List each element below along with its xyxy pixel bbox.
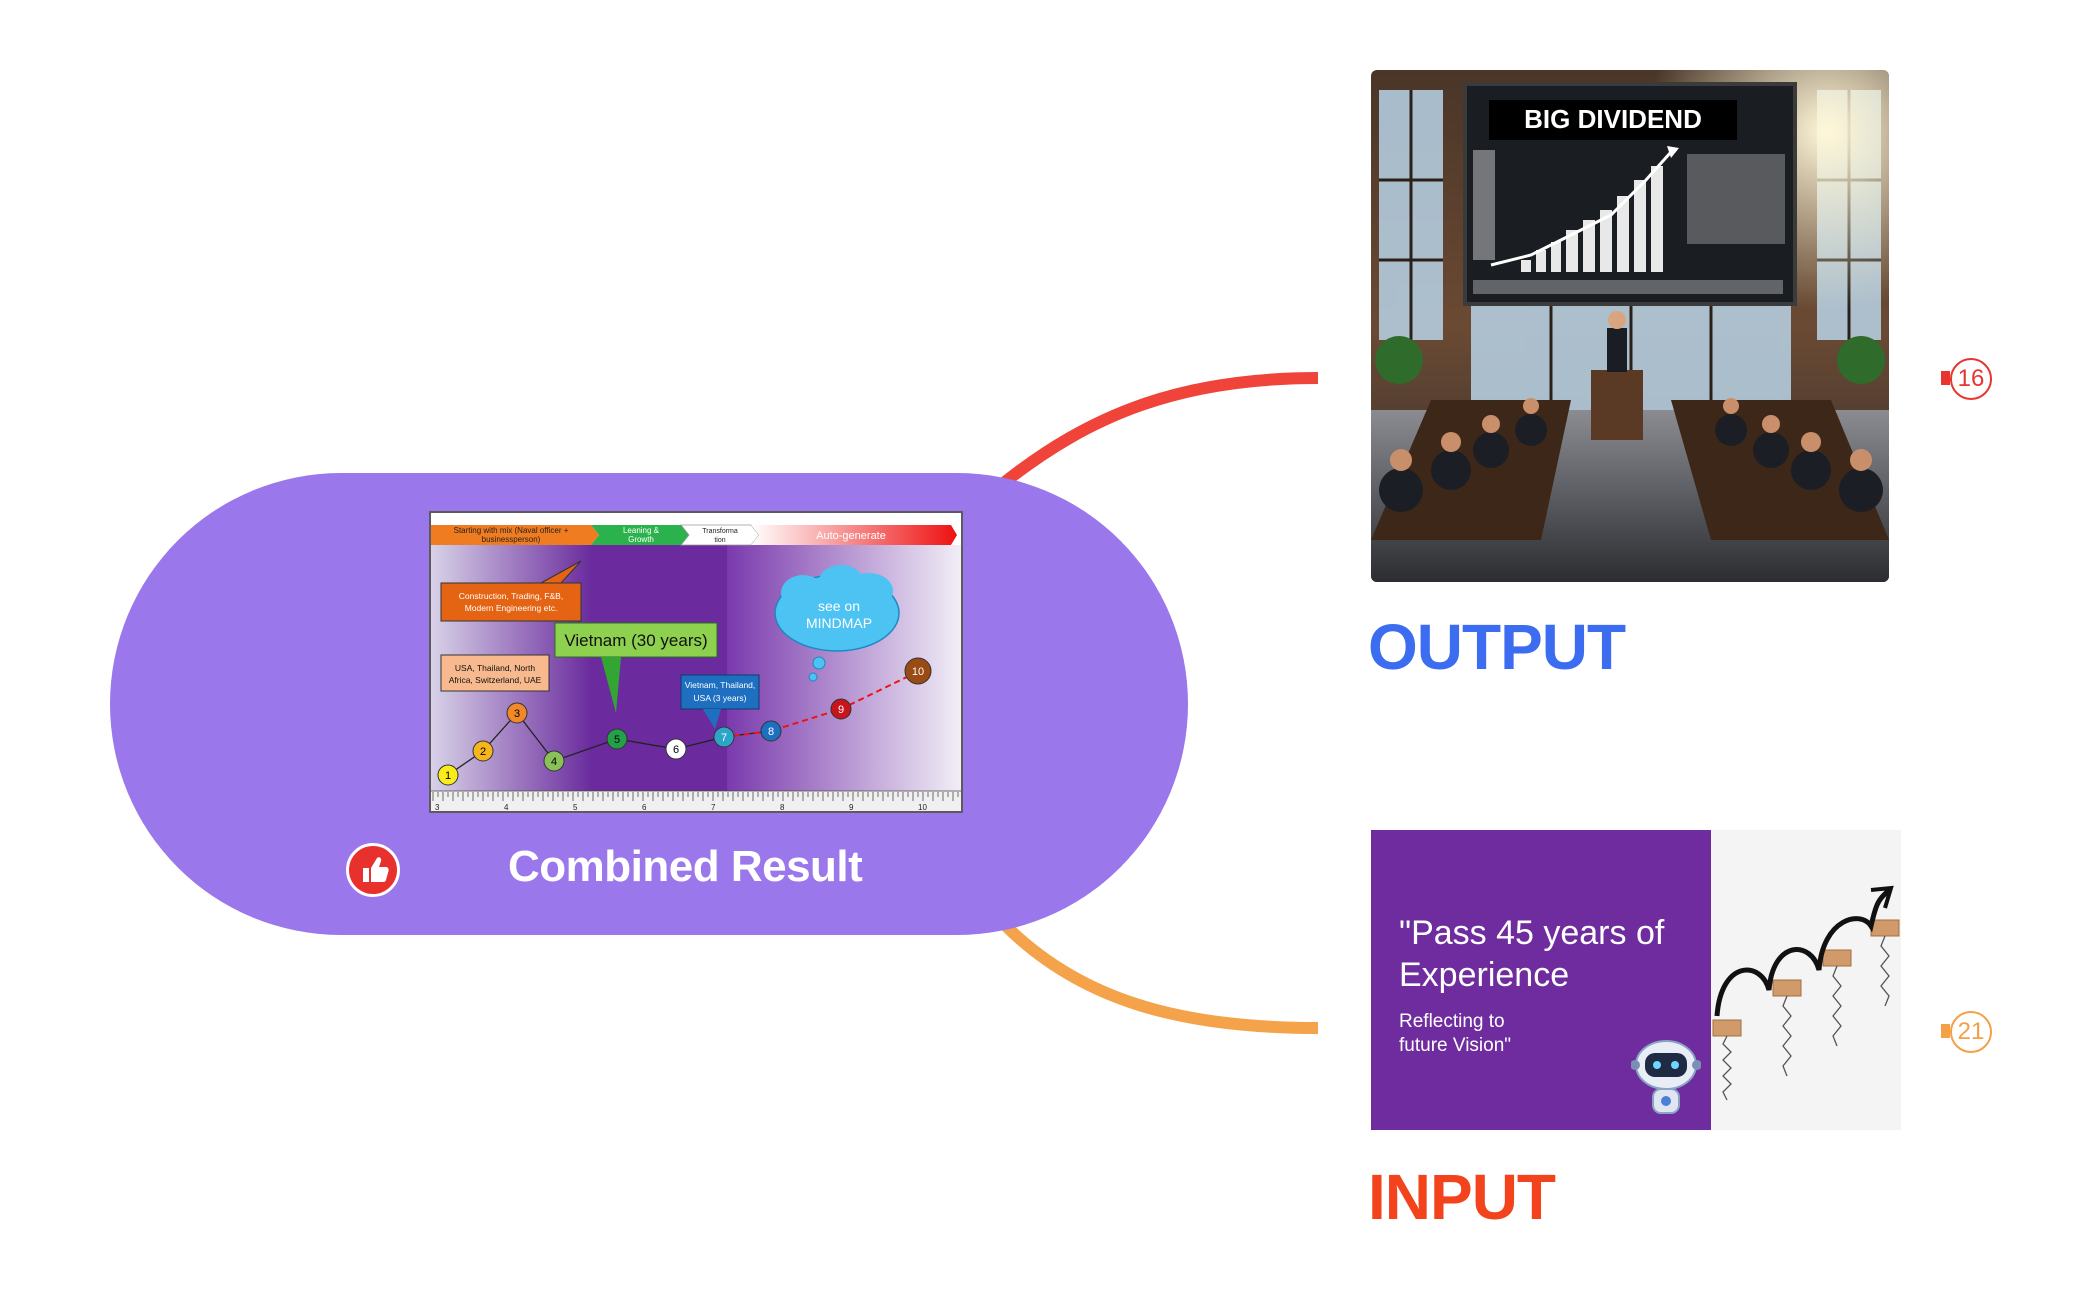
output-badge-flag xyxy=(1941,371,1950,385)
phase-label-1b: businessperson) xyxy=(482,535,541,544)
callout-recent: Vietnam, Thailand, xyxy=(685,680,756,690)
ruler-label: 6 xyxy=(642,803,647,811)
ruler-label: 9 xyxy=(849,803,854,811)
phase-label-4: Auto-generate xyxy=(816,530,886,542)
output-count-badge[interactable]: 16 xyxy=(1950,358,1992,400)
phase-label-3b: tion xyxy=(714,537,725,544)
growth-steps-illustration xyxy=(1712,885,1900,1101)
svg-text:7: 7 xyxy=(721,732,727,744)
svg-text:4: 4 xyxy=(551,756,557,768)
input-headline: "Pass 45 years of Experience xyxy=(1399,914,1665,994)
mindmap-cloud: see on MINDMAP xyxy=(774,565,900,682)
svg-text:MINDMAP: MINDMAP xyxy=(806,615,872,631)
svg-text:6: 6 xyxy=(673,744,679,756)
callout-regions: USA, Thailand, North xyxy=(455,663,535,673)
robot-icon xyxy=(1631,1040,1701,1114)
phase-label-2: Leaning & xyxy=(623,526,660,535)
phase-label-3: Transforma xyxy=(702,528,738,535)
svg-text:2: 2 xyxy=(480,746,486,758)
input-label[interactable]: INPUT xyxy=(1368,1161,1556,1233)
svg-text:see on: see on xyxy=(818,598,860,614)
ruler-label: 3 xyxy=(435,803,440,811)
output-image: BIG DIVIDEND xyxy=(1371,70,1889,582)
ruler-label: 4 xyxy=(504,803,509,811)
output-connector xyxy=(1001,372,1319,487)
ruler-label: 5 xyxy=(573,803,578,811)
ruler-label: 8 xyxy=(780,803,785,811)
ruler-label: 10 xyxy=(918,803,927,811)
callout-recent-b: USA (3 years) xyxy=(694,693,747,703)
milestone-markers: 1 2 3 4 5 6 7 8 9 10 xyxy=(437,657,932,786)
svg-text:9: 9 xyxy=(838,704,844,716)
central-topic-title[interactable]: Combined Result xyxy=(508,842,863,891)
phase-label-2b: Growth xyxy=(628,535,654,544)
svg-text:8: 8 xyxy=(768,726,774,738)
callout-industries: Construction, Trading, F&B, xyxy=(459,591,563,601)
screen-title: BIG DIVIDEND xyxy=(1524,104,1702,134)
input-subline: Reflecting to future Vision" xyxy=(1399,1011,1512,1056)
callout-vietnam: Vietnam (30 years) xyxy=(564,631,707,650)
phase-label-1: Starting with mix (Naval officer + xyxy=(454,526,569,535)
svg-text:1: 1 xyxy=(445,770,451,782)
ruler-label: 7 xyxy=(711,803,716,811)
svg-text:5: 5 xyxy=(614,734,620,746)
input-badge-flag xyxy=(1941,1024,1950,1038)
callout-regions-b: Africa, Switzerland, UAE xyxy=(449,675,542,685)
input-connector xyxy=(1000,920,1319,1034)
input-count-badge[interactable]: 21 xyxy=(1950,1011,1992,1053)
callout-industries-b: Modern Engineering etc. xyxy=(465,603,558,613)
thumbs-up-icon[interactable] xyxy=(346,843,400,897)
output-label[interactable]: OUTPUT xyxy=(1368,611,1626,683)
input-image: "Pass 45 years of Experience Reflecting … xyxy=(1371,830,1901,1130)
svg-text:3: 3 xyxy=(514,708,520,720)
timeline-image: Starting with mix (Naval officer + busin… xyxy=(429,511,963,813)
svg-text:10: 10 xyxy=(912,666,924,678)
